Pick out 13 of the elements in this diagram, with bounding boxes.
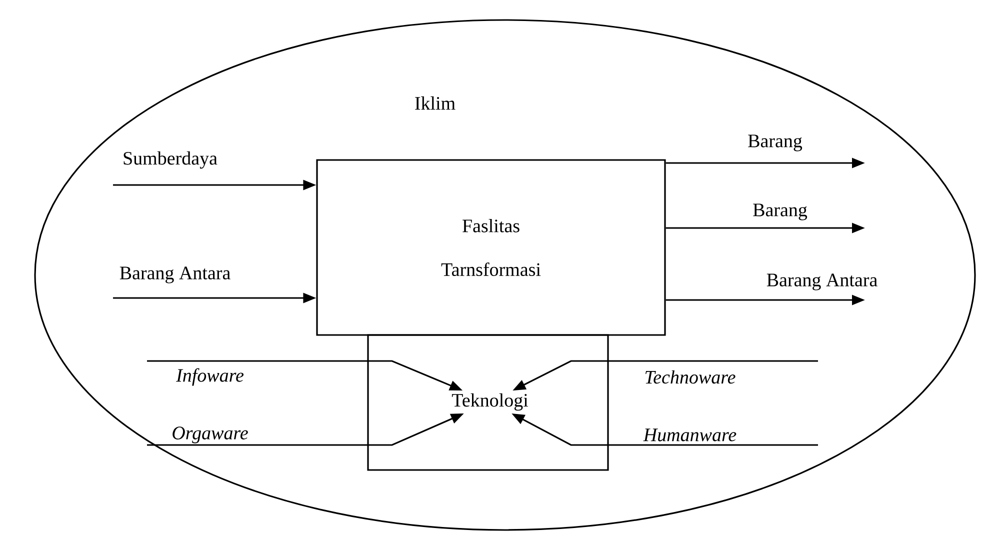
edge-label: Barang: [748, 134, 802, 152]
edge-label: Barang Antara: [120, 266, 230, 284]
edge-label: Technoware: [646, 370, 736, 384]
edge-label: Barang: [753, 204, 808, 220]
edge-label: Barang Antara: [766, 274, 878, 290]
node-text: Teknologi: [452, 393, 528, 411]
edge-label: Sumberdaya: [124, 151, 218, 169]
edge-label: Orgaware: [172, 426, 248, 444]
frame-box: [367, 334, 609, 471]
heading: Iklim: [415, 96, 456, 110]
process-box: Faslitas Tarnsformasi: [316, 159, 666, 336]
edge-label: Humanware: [643, 428, 736, 442]
edge-label: Infoware: [176, 368, 244, 386]
